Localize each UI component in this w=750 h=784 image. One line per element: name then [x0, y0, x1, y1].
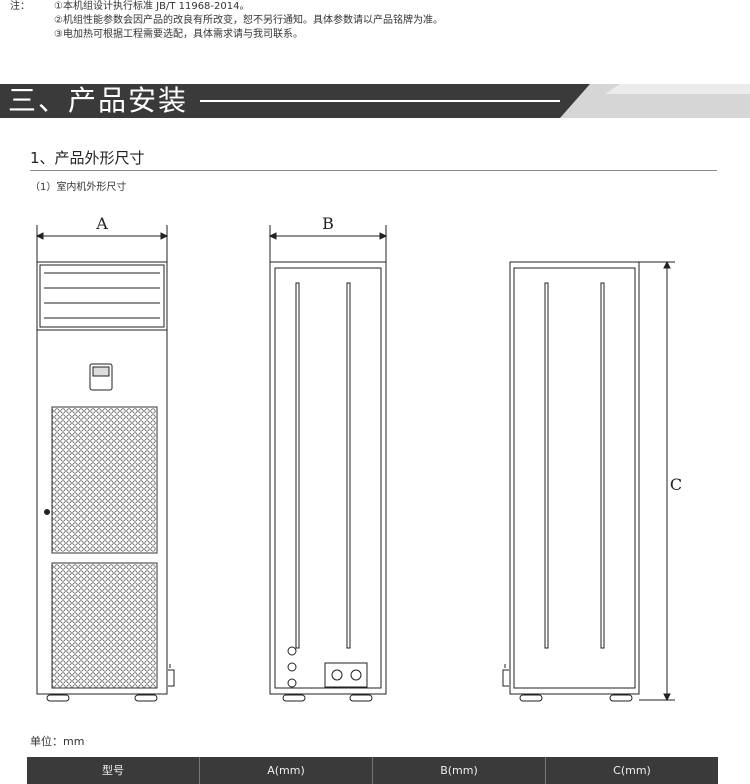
side-view: [268, 225, 388, 702]
dimension-label-b: B: [322, 214, 334, 233]
dimension-drawing: A B C: [35, 214, 682, 702]
notes-label: 注：: [10, 1, 30, 12]
note-1: ①本机组设计执行标准 JB/T 11968-2014。: [54, 1, 250, 12]
page-heading: 1、产品外形尺寸: [30, 149, 145, 167]
note-3: ③电加热可根据工程需要选配，具体需求请与我司联系。: [54, 29, 303, 40]
header-b: B(mm): [373, 757, 546, 784]
header-model: 型号: [27, 757, 200, 784]
heading-divider: [30, 170, 717, 171]
section-banner: [0, 84, 750, 118]
unit-label: 单位：mm: [30, 735, 85, 748]
dimension-label-a: A: [95, 214, 108, 233]
notes: 注： ①本机组设计执行标准 JB/T 11968-2014。 ②机组性能参数会因产…: [10, 0, 443, 42]
front-view: [35, 225, 175, 702]
header-c: C(mm): [613, 764, 651, 777]
dimension-label-c: C: [670, 475, 682, 494]
note-2: ②机组性能参数会因产品的改良有所改变，恕不另行通知。具体参数请以产品铭牌为准。: [54, 15, 443, 26]
section-title: 三、产品安装: [8, 84, 189, 117]
page-subheading: （1）室内机外形尺寸: [30, 182, 127, 193]
spec-table-header: 型号 A(mm) B(mm) C(mm): [27, 757, 718, 784]
header-a: A(mm): [200, 757, 373, 784]
back-view: [502, 260, 675, 702]
